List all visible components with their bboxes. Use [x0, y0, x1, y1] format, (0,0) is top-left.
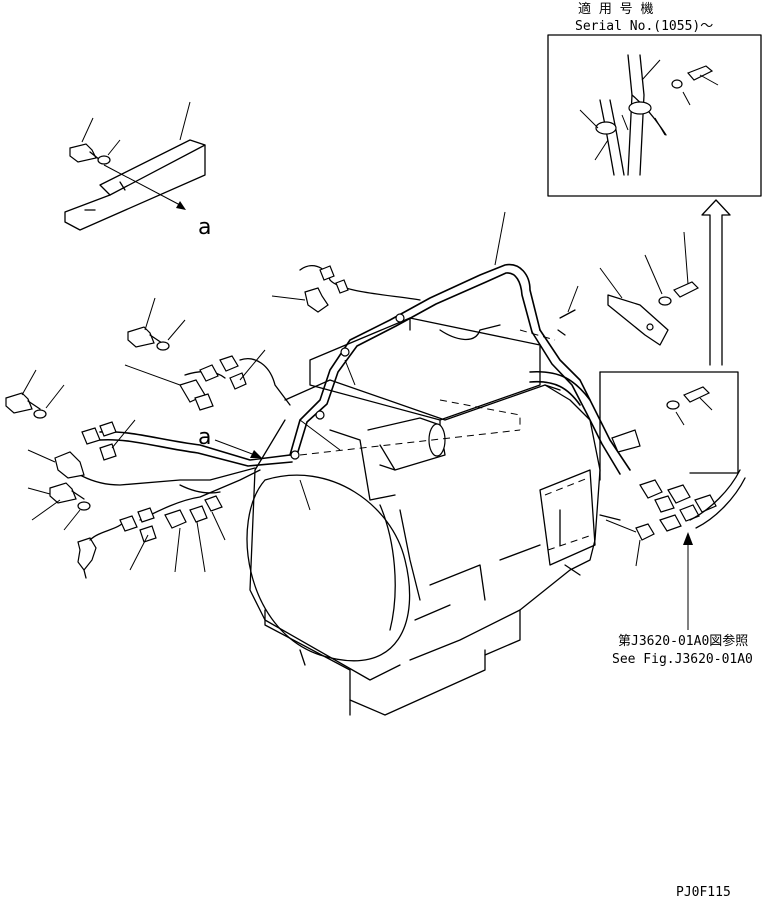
- right-bracket-assembly: [494, 211, 700, 346]
- transmission-housing: [246, 317, 621, 716]
- left-components: [5, 265, 356, 579]
- serial-note-title: 適 用 号 機: [578, 1, 653, 17]
- reference-jp: 第J3620-01A0図参照: [618, 633, 748, 649]
- detail-label-a-lower: a: [198, 425, 211, 450]
- connector-detail-box: [599, 371, 746, 630]
- reference-en: See Fig.J3620-01A0: [612, 652, 753, 667]
- drawing-code: PJ0F115: [676, 885, 731, 900]
- detail-a-bracket: [64, 101, 206, 231]
- detail-label-a-upper: a: [198, 215, 211, 240]
- wiring-harness: [59, 263, 631, 521]
- inset-detail-box: [547, 34, 762, 197]
- up-arrow: [701, 199, 731, 366]
- serial-note-number: Serial No.(1055)～: [575, 19, 713, 34]
